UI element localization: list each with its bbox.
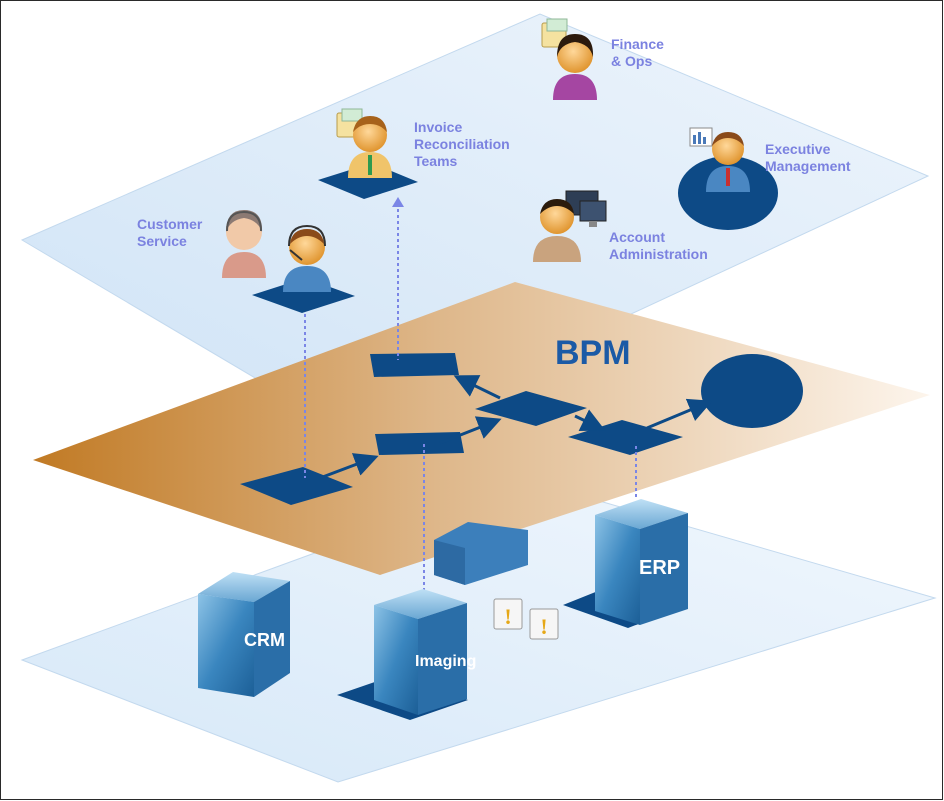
imaging-label: Imaging <box>415 653 476 670</box>
executive-person-icon <box>689 127 750 192</box>
erp-label: ERP <box>639 557 680 579</box>
connector-arrowhead <box>392 197 404 207</box>
pedestal-executive <box>678 156 778 230</box>
workflow-arrow <box>439 416 502 445</box>
label-executive-management: Executive Management <box>765 141 851 174</box>
label-account-administration: Account Administration <box>609 229 708 262</box>
workflow-task-invoice <box>370 353 459 377</box>
imaging-server-icon: Imaging <box>374 589 476 715</box>
label-customer-service: Customer Service <box>137 216 206 249</box>
workflow-arrow <box>646 398 713 430</box>
workflow-arrow <box>453 375 501 400</box>
customer-service-person-icon <box>222 210 331 292</box>
connectors <box>304 203 637 592</box>
workflow-end-node <box>701 354 803 428</box>
erp-server-icon: ERP <box>595 499 688 625</box>
invoice-team-person-icon <box>336 108 392 178</box>
crm-label: CRM <box>244 630 285 650</box>
alert-mark: ! <box>540 614 547 639</box>
alert-icon: ! <box>529 608 559 640</box>
alert-mark: ! <box>504 604 511 629</box>
account-admin-person-icon <box>533 190 607 262</box>
finance-ops-person-icon <box>541 18 597 100</box>
workflow-step-mid <box>475 391 587 426</box>
users-plane <box>20 13 930 441</box>
bpm-title: BPM <box>555 334 631 372</box>
alert-icon: ! <box>493 598 523 630</box>
crm-server-icon: CRM <box>198 572 290 697</box>
workflow-task-imaging <box>375 432 464 455</box>
workflow-arrow <box>319 453 379 480</box>
workflow-arrow <box>574 409 606 432</box>
label-invoice-teams: Invoice Reconciliation Teams <box>414 119 514 169</box>
label-finance-ops: Finance & Ops <box>611 36 668 69</box>
pedestal-invoice <box>318 163 418 199</box>
bpm-workflow <box>240 353 803 505</box>
hidden-server <box>434 522 528 585</box>
